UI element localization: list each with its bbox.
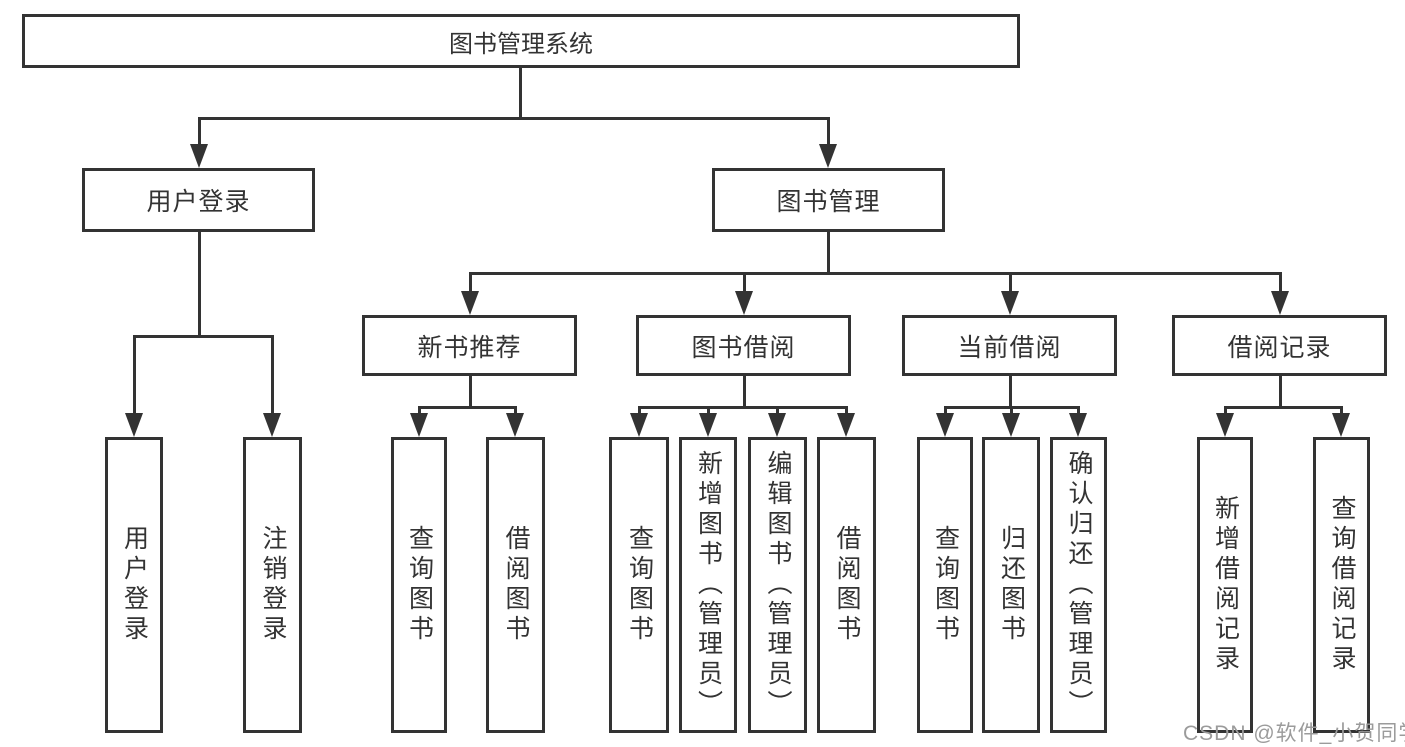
node-leaf-current-query-books: 查询图书 — [917, 437, 973, 733]
arrowhead-icon — [630, 413, 648, 437]
node-leaf-current-confirm-return-admin: 确认归还（管理员） — [1050, 437, 1107, 733]
connector-line — [1224, 409, 1227, 415]
arrowhead-icon — [1271, 291, 1289, 315]
node-book-management: 图书管理 — [712, 168, 945, 232]
connector-line — [271, 338, 274, 415]
connector-line — [469, 272, 1282, 275]
connector-line — [418, 406, 517, 409]
arrowhead-icon — [125, 413, 143, 437]
node-leaf-records-query-record: 查询借阅记录 — [1313, 437, 1370, 733]
arrowhead-icon — [768, 413, 786, 437]
node-new-book-recommend-label: 新书推荐 — [417, 333, 522, 362]
connector-line — [418, 409, 421, 415]
connector-line — [776, 409, 779, 415]
node-leaf-records-query-record-label: 查询借阅记录 — [1328, 495, 1356, 675]
node-leaf-borrowing-query-books: 查询图书 — [609, 437, 669, 733]
connector-line — [514, 409, 517, 415]
connector-line — [469, 376, 472, 406]
node-leaf-borrowing-add-books-admin: 新增图书（管理员） — [679, 437, 737, 733]
arrowhead-icon — [1001, 291, 1019, 315]
connector-line — [743, 376, 746, 406]
arrowhead-icon — [1069, 413, 1087, 437]
connector-line — [944, 409, 947, 415]
connector-line — [198, 117, 830, 120]
node-borrowing-records-label: 借阅记录 — [1227, 333, 1332, 362]
connector-line — [133, 338, 136, 415]
connector-line — [1009, 275, 1012, 293]
node-user-login: 用户登录 — [82, 168, 315, 232]
arrowhead-icon — [410, 413, 428, 437]
node-leaf-logout: 注销登录 — [243, 437, 302, 733]
arrowhead-icon — [837, 413, 855, 437]
connector-line — [469, 275, 472, 293]
node-leaf-borrowing-edit-books-admin: 编辑图书（管理员） — [748, 437, 807, 733]
connector-line — [638, 409, 641, 415]
node-leaf-newbook-query-books: 查询图书 — [391, 437, 447, 733]
connector-line — [743, 275, 746, 293]
arrowhead-icon — [263, 413, 281, 437]
node-leaf-current-return-books-label: 归还图书 — [997, 525, 1026, 645]
arrowhead-icon — [936, 413, 954, 437]
node-user-login-label: 用户登录 — [146, 188, 251, 216]
node-leaf-current-query-books-label: 查询图书 — [931, 525, 960, 645]
connector-line — [133, 335, 274, 338]
connector-line — [827, 232, 830, 272]
connector-line — [827, 120, 830, 146]
node-current-borrowing: 当前借阅 — [902, 315, 1117, 376]
connector-line — [519, 68, 522, 118]
arrowhead-icon — [819, 144, 837, 168]
node-leaf-newbook-query-books-label: 查询图书 — [405, 525, 434, 645]
connector-line — [1279, 275, 1282, 293]
connector-line — [1009, 376, 1012, 406]
node-library-system-label: 图书管理系统 — [449, 30, 593, 58]
arrowhead-icon — [1216, 413, 1234, 437]
arrowhead-icon — [735, 291, 753, 315]
arrowhead-icon — [1332, 413, 1350, 437]
node-book-borrowing: 图书借阅 — [636, 315, 851, 376]
node-leaf-current-return-books: 归还图书 — [982, 437, 1040, 733]
arrowhead-icon — [506, 413, 524, 437]
connector-line — [198, 232, 201, 335]
arrowhead-icon — [699, 413, 717, 437]
csdn-watermark: CSDN @软件_小贺同学 — [1183, 722, 1405, 745]
node-leaf-newbook-borrow-books: 借阅图书 — [486, 437, 545, 733]
connector-line — [1279, 376, 1282, 406]
node-leaf-records-add-record-label: 新增借阅记录 — [1211, 495, 1240, 675]
node-borrowing-records: 借阅记录 — [1172, 315, 1387, 376]
connector-line — [944, 406, 1080, 409]
node-leaf-borrowing-add-books-admin-label: 新增图书（管理员） — [694, 450, 723, 720]
node-leaf-borrowing-borrow-books: 借阅图书 — [817, 437, 876, 733]
node-leaf-current-confirm-return-admin-label: 确认归还（管理员） — [1065, 450, 1093, 720]
node-leaf-borrowing-query-books-label: 查询图书 — [625, 525, 654, 645]
arrowhead-icon — [1002, 413, 1020, 437]
node-leaf-records-add-record: 新增借阅记录 — [1197, 437, 1253, 733]
connector-line — [638, 406, 848, 409]
node-leaf-logout-label: 注销登录 — [259, 525, 287, 645]
node-current-borrowing-label: 当前借阅 — [957, 333, 1062, 362]
node-leaf-borrowing-borrow-books-label: 借阅图书 — [833, 525, 861, 645]
node-leaf-newbook-borrow-books-label: 借阅图书 — [502, 525, 530, 645]
node-leaf-user-login-label: 用户登录 — [120, 525, 149, 645]
node-leaf-borrowing-edit-books-admin-label: 编辑图书（管理员） — [764, 450, 792, 720]
connector-line — [1077, 409, 1080, 415]
node-book-management-label: 图书管理 — [776, 188, 881, 216]
node-leaf-user-login: 用户登录 — [105, 437, 163, 733]
connector-line — [707, 409, 710, 415]
connector-line — [1340, 409, 1343, 415]
connector-line — [1224, 406, 1343, 409]
connector-line — [198, 120, 201, 146]
connector-line — [845, 409, 848, 415]
node-library-system: 图书管理系统 — [22, 14, 1020, 68]
node-book-borrowing-label: 图书借阅 — [691, 333, 796, 362]
connector-line — [1010, 409, 1013, 415]
arrowhead-icon — [461, 291, 479, 315]
arrowhead-icon — [190, 144, 208, 168]
node-new-book-recommend: 新书推荐 — [362, 315, 577, 376]
